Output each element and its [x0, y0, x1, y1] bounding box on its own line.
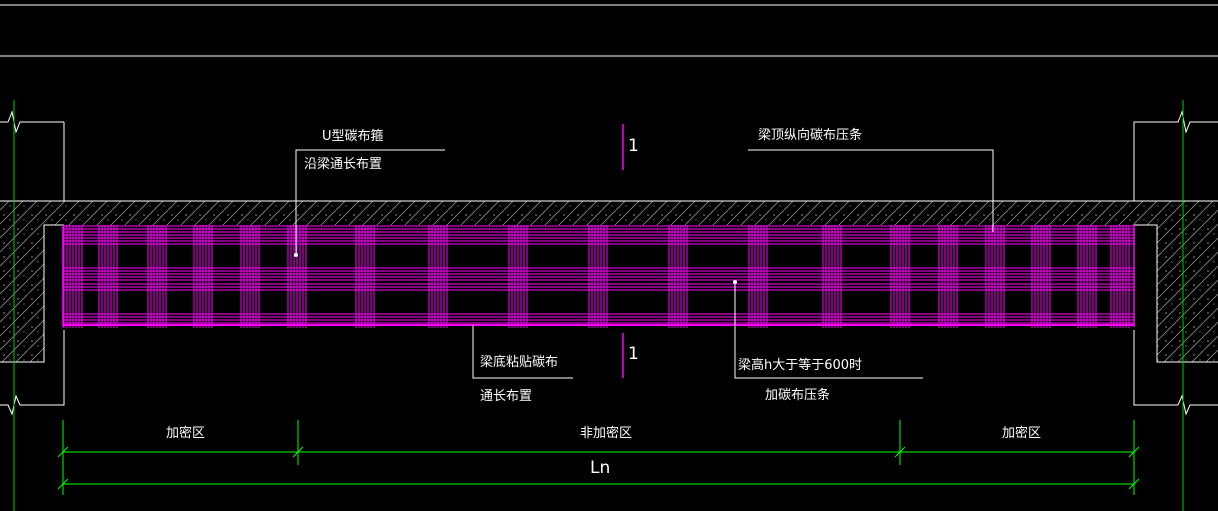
section-mark-bottom: 1 [628, 344, 639, 364]
u-stirrup-note: 沿梁通长布置 [304, 157, 383, 172]
total-length-label: Ln [590, 458, 611, 478]
bottom-cloth-note: 通长布置 [480, 389, 533, 404]
bottom-cloth-label: 梁底粘贴碳布 [480, 355, 559, 370]
leader-lines [295, 149, 994, 379]
u-stirrup-label: U型碳布箍 [322, 129, 384, 144]
slab [0, 200, 1218, 225]
axis-lines [13, 100, 1184, 511]
dense-zone-right-label: 加密区 [1002, 426, 1042, 441]
leader-dots [294, 253, 737, 284]
left-column [0, 110, 65, 416]
tall-beam-label: 梁高h大于等于600时 [738, 358, 863, 373]
frame-lines [0, 4, 1218, 57]
section-mark-top: 1 [628, 136, 639, 156]
carbon-fiber-cloth [62, 225, 1135, 328]
right-column [1133, 110, 1218, 416]
tall-beam-note: 加碳布压条 [765, 388, 831, 403]
dimension-lines [57, 420, 1140, 495]
non-dense-zone-label: 非加密区 [580, 426, 633, 441]
dense-zone-left-label: 加密区 [166, 426, 206, 441]
top-strip-label: 梁顶纵向碳布压条 [758, 128, 863, 143]
